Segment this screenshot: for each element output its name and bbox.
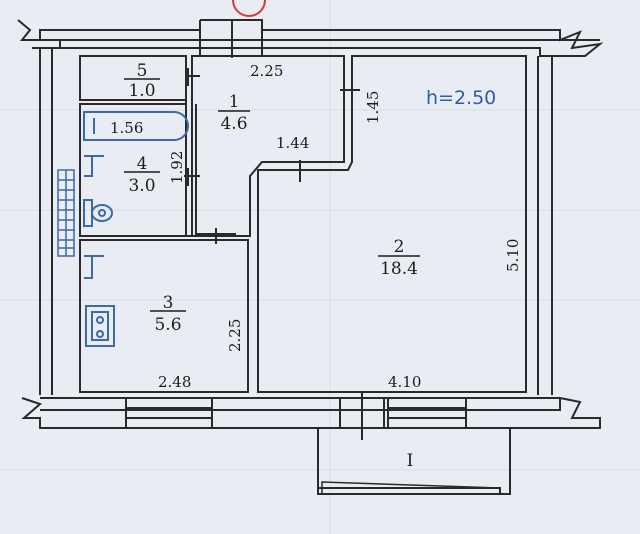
- ceiling-height-label: h=2.50: [426, 87, 496, 109]
- dim-room-width: 4.10: [388, 373, 421, 391]
- room-3-area: 5.6: [154, 315, 181, 335]
- stamp-mark: [232, 0, 266, 17]
- room-2-number: 2: [394, 237, 405, 257]
- dim-room-length: 5.10: [504, 239, 522, 272]
- room-5-area: 1.0: [128, 81, 155, 101]
- toilet-bowl-icon: [91, 204, 113, 222]
- room-5-number: 5: [137, 61, 148, 81]
- toilet-tank-icon: [83, 199, 93, 227]
- fixtures: [83, 111, 189, 347]
- sink-icon: [84, 155, 104, 177]
- dim-kitchen-width: 2.48: [158, 373, 191, 391]
- stove-icon: [85, 305, 115, 347]
- walls: [17, 19, 604, 495]
- room-4-area: 3.0: [128, 176, 155, 196]
- tile-grid: [57, 169, 75, 257]
- room-1-area: 4.6: [220, 114, 247, 134]
- balcony-label: I: [407, 451, 414, 471]
- room-2-area: 18.4: [380, 259, 418, 279]
- dim-corridor-depth: 1.44: [276, 134, 309, 152]
- dim-room-upper-wall: 1.45: [364, 91, 382, 124]
- kitchen-sink-icon: [84, 255, 104, 279]
- door-marks: [184, 68, 360, 244]
- dim-kitchen-depth: 2.25: [226, 319, 244, 352]
- dim-bath-length: 1.56: [110, 119, 143, 137]
- bathtub-icon: [83, 111, 189, 141]
- room-4-number: 4: [137, 154, 148, 174]
- room-3-number: 3: [163, 293, 174, 313]
- dim-wc-width: 1.92: [168, 151, 186, 184]
- room-1-number: 1: [229, 92, 240, 112]
- dim-corridor-width: 2.25: [250, 62, 283, 80]
- fraction-bars: [124, 78, 420, 312]
